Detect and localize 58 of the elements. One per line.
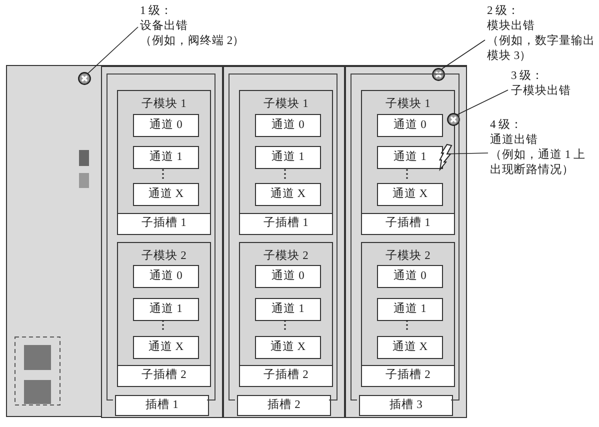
submodule-title: 子模块 2: [384, 251, 432, 262]
callout-text: 1 级：: [140, 4, 174, 19]
channel-box: 通道 1: [133, 298, 199, 321]
submodule-box: [239, 90, 333, 214]
callout-text: （例如，通道 1 上出现断路情况）: [490, 148, 586, 178]
submodule-title: 子模块 1: [384, 99, 432, 110]
callout-text: 设备出错: [140, 19, 189, 34]
channel-box: 通道 0: [133, 114, 199, 137]
submodule-box: [361, 242, 455, 366]
device-panel: [6, 65, 467, 417]
callout-text: （例如，阀终端 2）: [140, 34, 246, 49]
subslot-box: 子插槽 1: [361, 213, 455, 235]
leader-line: [456, 90, 508, 116]
callout-text: 4 级：: [490, 118, 524, 133]
subslot-box: 子插槽 1: [117, 213, 211, 235]
channel-box: 通道 1: [255, 298, 321, 321]
submodule-box: [117, 90, 211, 214]
callout-text: 3 级：: [511, 69, 545, 84]
channel-box: 通道 X: [255, 183, 321, 206]
channel-box: 通道 X: [133, 336, 199, 359]
channel-box: 通道 0: [255, 265, 321, 288]
callout-text: 子模块出错: [511, 84, 572, 99]
channel-box: 通道 0: [377, 114, 443, 137]
subslot-box: 子插槽 2: [239, 365, 333, 387]
slot-box: 插槽 2: [237, 395, 331, 416]
callout-text: 通道出错: [490, 133, 539, 148]
submodule-box: [117, 242, 211, 366]
channel-box: 通道 X: [133, 183, 199, 206]
callout-text: （例如，数字量输出模块 3）: [487, 34, 595, 64]
module-column: [345, 66, 467, 418]
subslot-box: 子插槽 1: [239, 213, 333, 235]
leader-line: [88, 26, 138, 74]
subslot-box: 子插槽 2: [361, 365, 455, 387]
submodule-box: [239, 242, 333, 366]
callout-text: 2 级：: [487, 4, 521, 19]
slot-box: 插槽 3: [359, 395, 453, 416]
channel-box: 通道 X: [377, 336, 443, 359]
module-column: [101, 66, 223, 418]
channel-box: 通道 1: [377, 298, 443, 321]
channel-box: 通道 0: [133, 265, 199, 288]
submodule-title: 子模块 2: [140, 251, 188, 262]
submodule-title: 子模块 1: [262, 99, 310, 110]
submodule-title: 子模块 1: [140, 99, 188, 110]
module-column: [223, 66, 345, 418]
submodule-title: 子模块 2: [262, 251, 310, 262]
channel-box: 通道 X: [377, 183, 443, 206]
channel-box: 通道 0: [377, 265, 443, 288]
channel-box: 通道 0: [255, 114, 321, 137]
channel-box: 通道 X: [255, 336, 321, 359]
leader-line: [442, 40, 486, 70]
submodule-box: [361, 90, 455, 214]
channel-box: 通道 1: [255, 146, 321, 169]
leader-line: [448, 152, 488, 154]
channel-box: 通道 1: [377, 146, 443, 169]
slot-box: 插槽 1: [115, 395, 209, 416]
callout-text: 模块出错: [487, 19, 536, 34]
subslot-box: 子插槽 2: [117, 365, 211, 387]
channel-box: 通道 1: [133, 146, 199, 169]
